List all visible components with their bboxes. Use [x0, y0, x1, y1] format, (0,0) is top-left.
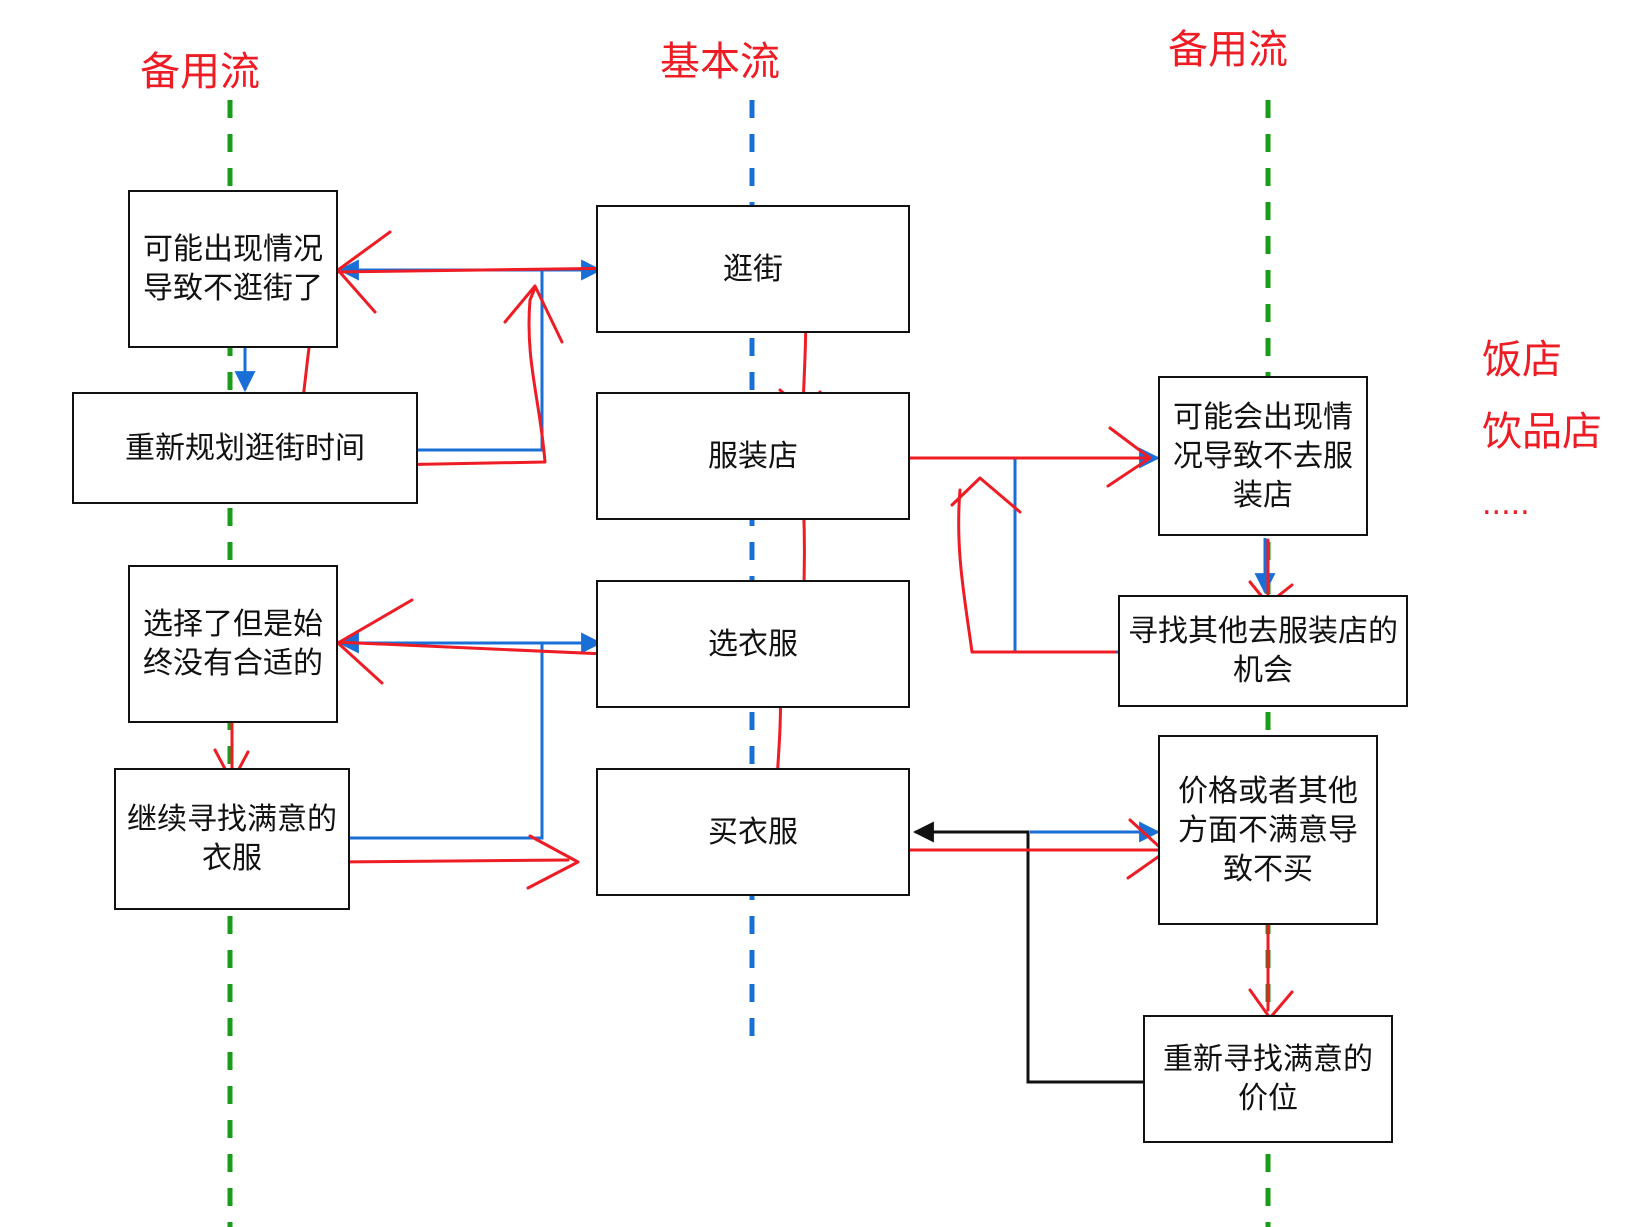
center-lane-title: 基本流: [660, 39, 780, 85]
left-box-3: 选择了但是始终没有合适的: [128, 565, 338, 723]
blue-connectors: [234, 259, 1276, 843]
right-box-2: 寻找其他去服装店的机会: [1118, 595, 1408, 707]
side-note-ellipsis: .....: [1482, 487, 1530, 522]
black-return-connector: [912, 821, 1143, 1084]
right-lane-title: 备用流: [1168, 27, 1288, 73]
right-box-1: 可能会出现情况导致不去服装店: [1158, 376, 1368, 536]
side-note-restaurant: 饭店: [1482, 337, 1562, 383]
left-box-1: 可能出现情况导致不逛街了: [128, 190, 338, 348]
side-note-drink-shop: 饮品店: [1482, 409, 1602, 455]
right-box-3: 价格或者其他方面不满意导致不买: [1158, 735, 1378, 925]
left-box-2: 重新规划逛街时间: [72, 392, 418, 504]
right-box-4: 重新寻找满意的价位: [1143, 1015, 1393, 1143]
center-box-3: 选衣服: [596, 580, 910, 708]
center-box-1: 逛街: [596, 205, 910, 333]
center-box-4: 买衣服: [596, 768, 910, 896]
center-box-2: 服装店: [596, 392, 910, 520]
left-lane-title: 备用流: [140, 49, 260, 95]
left-box-4: 继续寻找满意的衣服: [114, 768, 350, 910]
